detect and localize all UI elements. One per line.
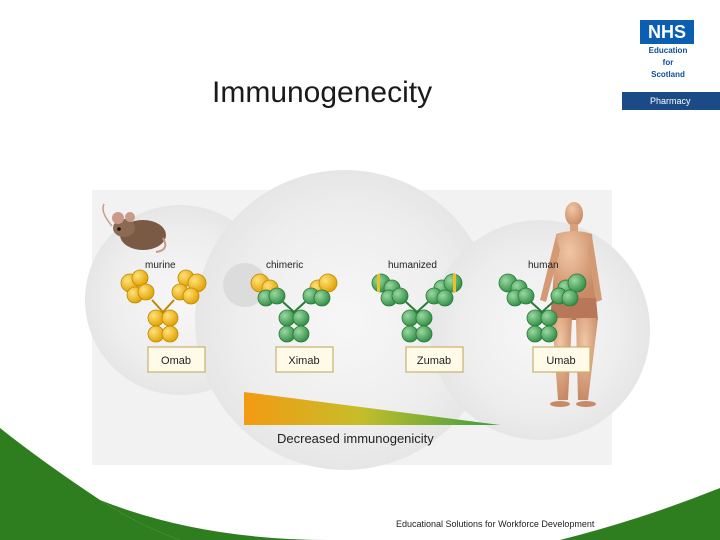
antibody-name-box-omab: Omab (147, 346, 206, 373)
nhs-logo: NHS Education for Scotland (640, 20, 696, 80)
mouse-image (102, 203, 167, 253)
antibody-name-ximab: Ximab (288, 355, 319, 367)
nhs-logo-mark: NHS (640, 20, 694, 44)
antibody-type-label-murine: murine (145, 260, 176, 271)
antibody-name-box-ximab: Ximab (275, 346, 334, 373)
antibody-humanized (371, 273, 463, 343)
antibody-type-label-chimeric: chimeric (266, 260, 303, 271)
antibody-murine (120, 269, 207, 343)
footer-swoosh-right (560, 488, 720, 540)
logo-subtitle-line-1: Education (648, 46, 688, 55)
logo-subtitle-line-2: for (662, 58, 674, 67)
antibody-chimeric (250, 273, 338, 343)
immunogenicity-gradient-wedge (244, 392, 500, 425)
antibody-name-zumab: Zumab (417, 355, 451, 367)
antibody-name-umab: Umab (546, 355, 575, 367)
footer-text: Educational Solutions for Workforce Deve… (396, 519, 595, 529)
footer-swoosh-band (100, 500, 330, 540)
slide-title: Immunogenecity (212, 76, 433, 109)
antibody-type-label-humanized: humanized (388, 260, 437, 271)
antibody-name-box-umab: Umab (532, 346, 591, 373)
background-ring (223, 263, 267, 307)
antibody-name-box-zumab: Zumab (405, 346, 464, 373)
human-figure-image (540, 202, 602, 407)
department-label: Pharmacy (622, 92, 720, 110)
background-ring (195, 170, 495, 470)
antibody-human (498, 273, 587, 343)
antibody-type-label-human: human (528, 260, 559, 271)
logo-subtitle-line-3: Scotland (651, 70, 685, 79)
antibody-name-omab: Omab (161, 355, 191, 367)
gradient-label: Decreased immunogenicity (277, 431, 434, 446)
footer-swoosh-left (0, 428, 180, 540)
